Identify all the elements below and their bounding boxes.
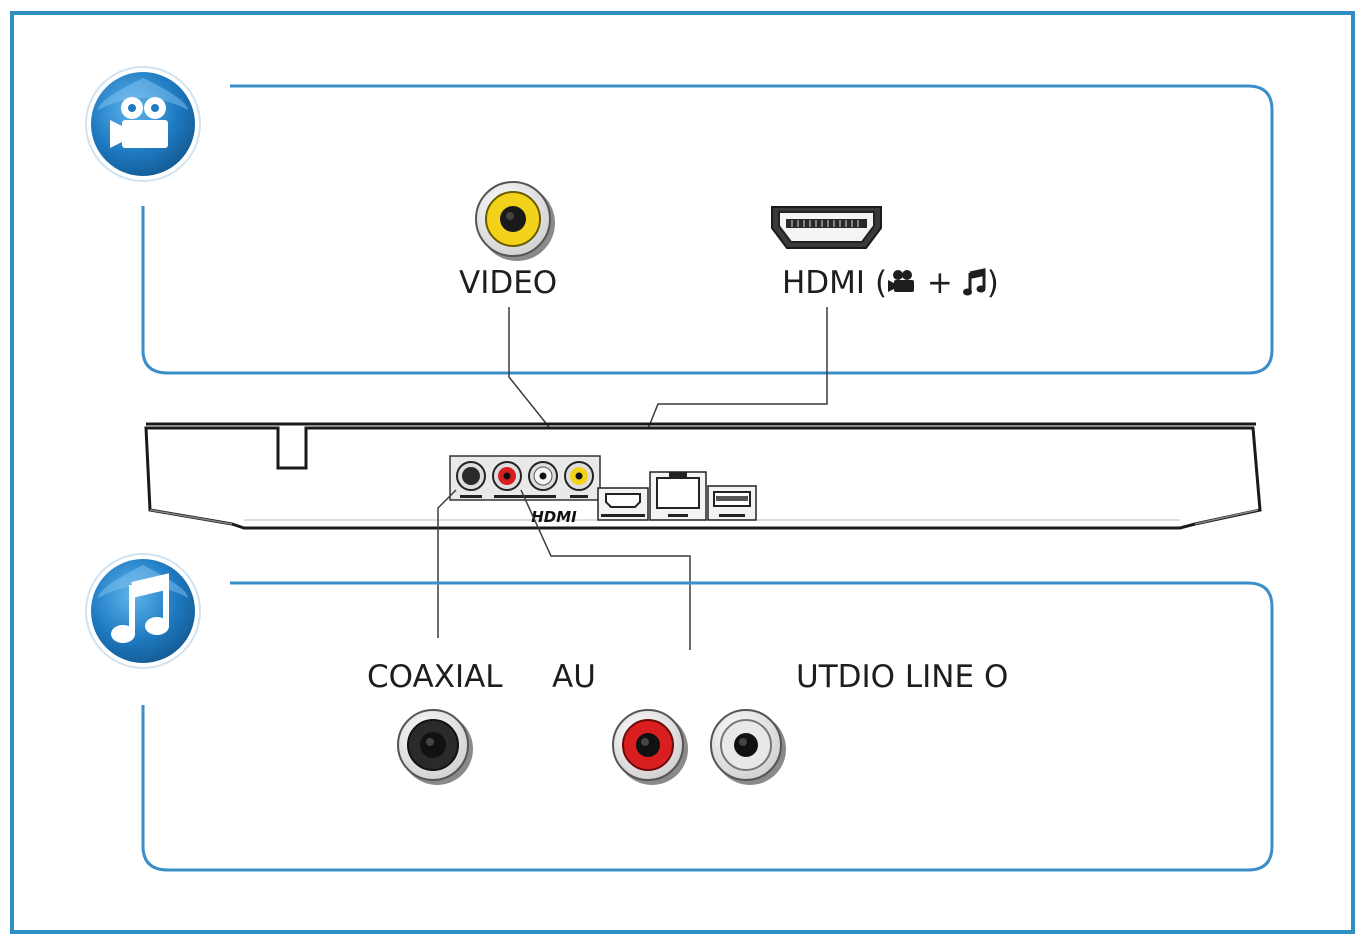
hdmi-open-paren: ( [874, 265, 888, 301]
hdmi-connector-icon [771, 206, 882, 249]
coaxial-jack-icon [397, 709, 473, 785]
device-usb-port [707, 485, 757, 521]
audio-label-part: AU [552, 659, 596, 695]
video-panel-border [141, 84, 1274, 375]
video-camera-icon [85, 66, 201, 182]
device-hdmi-port [597, 487, 649, 521]
music-note-icon [962, 267, 987, 300]
device-video-jack [564, 461, 594, 491]
device-audio-white-jack [528, 461, 558, 491]
hdmi-plus-sign: + [926, 265, 953, 301]
coaxial-label: COAXIAL [367, 659, 503, 695]
video-label: VIDEO [459, 265, 558, 301]
device-coaxial-jack [456, 461, 486, 491]
audio-white-jack-icon [710, 709, 786, 785]
device-audio-red-jack [492, 461, 522, 491]
player-rear-panel: HDMI [144, 422, 1262, 530]
device-lan-port [649, 471, 707, 521]
outer-frame [10, 11, 1355, 934]
video-camera-icon [887, 267, 917, 300]
hdmi-close-paren: ) [986, 265, 999, 301]
audio-leader-line [520, 489, 691, 650]
music-note-icon [85, 553, 201, 669]
coaxial-leader-line [437, 489, 457, 638]
hdmi-label-text: HDMI [782, 265, 866, 301]
hdmi-label: HDMI ( + ) [782, 268, 999, 299]
device-hdmi-logo: HDMI [531, 508, 577, 526]
audio-line-out-label: UTDIO LINE O [796, 659, 1009, 695]
video-jack-icon [475, 181, 555, 261]
audio-red-jack-icon [612, 709, 688, 785]
audio-panel-border [141, 581, 1274, 872]
